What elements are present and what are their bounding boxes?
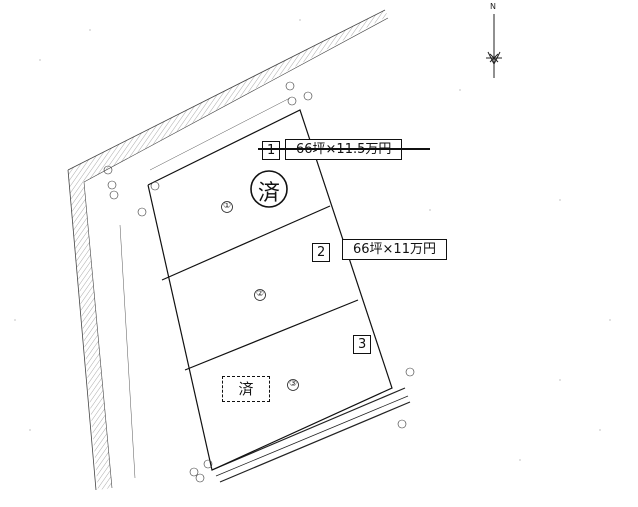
north-arrow-icon xyxy=(486,14,502,78)
plot-number-circles xyxy=(221,201,299,391)
scan-noise xyxy=(14,19,611,461)
plot-number-3: ③ xyxy=(289,379,298,389)
lot-1-sold-stamp: 済 xyxy=(258,181,281,206)
plot-number-2: ② xyxy=(256,289,265,299)
plot-number-1: ① xyxy=(223,201,232,211)
sold-stamp-circle xyxy=(250,170,288,208)
lot-2-number[interactable]: 2 xyxy=(312,243,331,262)
lot-1-number[interactable]: 1 xyxy=(262,141,281,160)
north-label: N xyxy=(490,2,496,11)
lower-road xyxy=(211,387,411,483)
upper-road xyxy=(67,9,389,491)
lot-2-price[interactable]: 66坪×11万円 xyxy=(342,239,447,260)
lot-3-sold-box: 済 xyxy=(222,376,270,402)
survey-points xyxy=(103,81,415,483)
lot-1-price[interactable]: 66坪×11.5万円 xyxy=(285,139,403,160)
property-outline xyxy=(147,109,393,471)
lot-3-number[interactable]: 3 xyxy=(353,335,372,354)
lot-1-strikethrough xyxy=(258,148,430,150)
